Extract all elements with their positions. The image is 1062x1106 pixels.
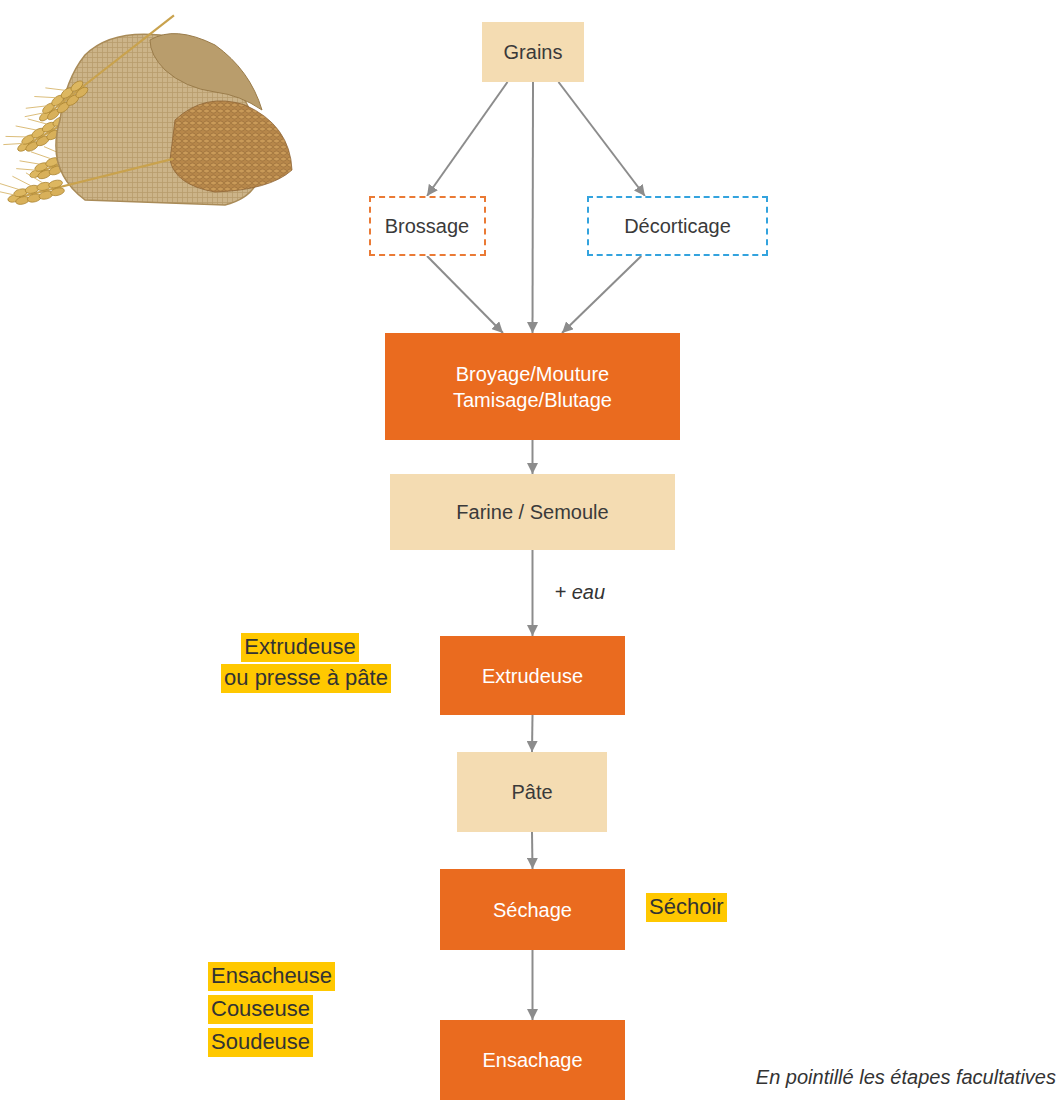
process-box: Broyage/Mouture Tamisage/Blutage — [385, 333, 680, 440]
optional-step-box: Décorticage — [587, 196, 768, 256]
flow-arrow — [427, 256, 503, 333]
process-box: Extrudeuse — [440, 636, 625, 715]
flow-arrow — [532, 440, 534, 474]
flow-arrow — [531, 715, 534, 752]
flow-arrow — [427, 82, 508, 196]
process-box: Séchage — [440, 869, 625, 950]
step-label: Ensachage — [482, 1047, 582, 1073]
optional-step-box: Brossage — [369, 196, 486, 256]
step-label: Séchage — [493, 897, 572, 923]
step-label: Pâte — [511, 779, 552, 805]
equipment-label: ou presse à pâte — [221, 664, 391, 693]
product-box: Farine / Semoule — [390, 474, 675, 550]
input-box: Grains — [482, 22, 584, 82]
step-label: Broyage/Mouture Tamisage/Blutage — [413, 361, 653, 413]
flow-arrow — [562, 256, 641, 333]
grain-pile — [170, 101, 292, 192]
step-label: Extrudeuse — [482, 663, 583, 689]
step-label: Grains — [504, 39, 563, 65]
flow-arrow — [559, 82, 645, 196]
equipment-label: Séchoir — [646, 893, 727, 922]
step-label: Brossage — [385, 213, 470, 239]
label-holder: Séchoir — [646, 893, 727, 922]
equipment-label: Couseuse — [208, 995, 313, 1024]
flow-arrow — [532, 82, 535, 333]
step-label: Décorticage — [624, 213, 731, 239]
edge-label: + eau — [553, 579, 608, 605]
equipment-label: Soudeuse — [208, 1028, 313, 1057]
label-holder: Extrudeuse — [241, 633, 358, 662]
label-holder: Soudeuse — [208, 1028, 313, 1057]
footnote: En pointillé les étapes facultatives — [756, 1064, 1056, 1090]
flow-arrow — [532, 950, 534, 1020]
step-label: Farine / Semoule — [456, 499, 608, 525]
flow-arrow — [532, 550, 534, 636]
label-holder: Ensacheuse — [208, 962, 335, 991]
flow-arrow — [531, 832, 534, 869]
label-holder: ou presse à pâte — [221, 664, 391, 693]
wheat-sack-illustration — [0, 0, 300, 215]
process-box: Ensachage — [440, 1020, 625, 1100]
label-holder: Couseuse — [208, 995, 313, 1024]
equipment-label: Ensacheuse — [208, 962, 335, 991]
wheat-ears-front — [0, 0, 179, 210]
product-box: Pâte — [457, 752, 607, 832]
sack-fold — [150, 34, 262, 110]
equipment-label: Extrudeuse — [241, 633, 358, 662]
label-holder: En pointillé les étapes facultatives — [756, 1064, 1056, 1090]
